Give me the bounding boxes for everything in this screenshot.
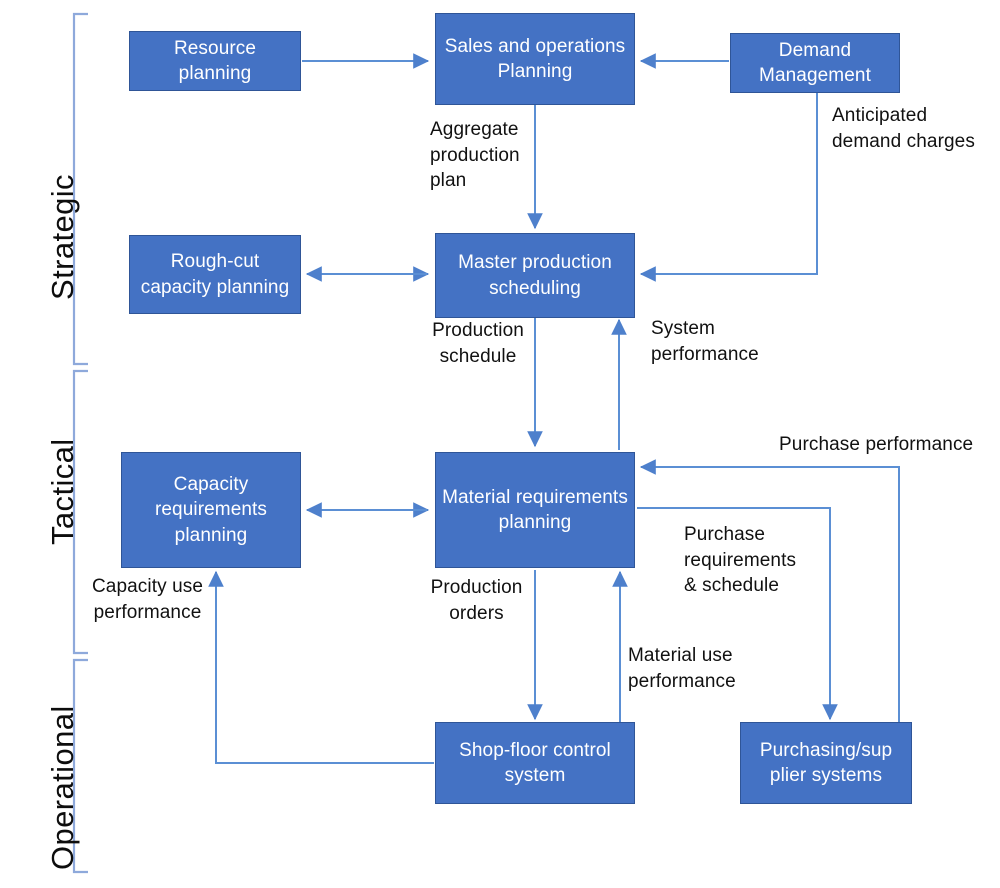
tier-bracket-operational — [72, 658, 88, 874]
node-demand-management[interactable]: Demand Management — [730, 33, 900, 93]
node-resource-planning[interactable]: Resource planning — [129, 31, 301, 91]
caption-production-orders: Production orders — [430, 577, 523, 624]
edge-demand-to-mps — [639, 93, 818, 282]
edge-mrp-to-purchasing — [637, 507, 838, 721]
caption-capacity-use-performance: Capacity use performance — [91, 576, 204, 623]
node-demand-management-label: Demand Management — [759, 39, 871, 86]
node-sales-operations-planning-label: Sales and operations Planning — [444, 35, 626, 82]
caption-system-performance: System performance — [651, 318, 759, 365]
node-purchasing-supplier-systems[interactable]: Purchasing/sup plier systems — [740, 722, 912, 804]
node-rough-cut-capacity-planning-label: Rough-cut capacity planning — [140, 251, 290, 298]
node-master-production-scheduling-label: Master production scheduling — [458, 252, 612, 299]
edge-shopfloor-to-crp — [208, 570, 434, 764]
node-shop-floor-control-system-label: Shop-floor control system — [459, 739, 611, 786]
node-master-production-scheduling[interactable]: Master production scheduling — [435, 233, 635, 318]
edge-purchasing-to-mrp — [639, 459, 900, 723]
tier-label-tactical: Tactical — [45, 438, 80, 545]
node-capacity-requirements-planning[interactable]: Capacity requirements planning — [121, 452, 301, 568]
node-capacity-requirements-planning-label: Capacity requirements planning — [154, 474, 268, 546]
caption-purchase-requirements-schedule: Purchase requirements & schedule — [684, 524, 797, 597]
caption-purchase-performance: Purchase performance — [779, 434, 974, 455]
tier-label-strategic: Strategic — [45, 174, 80, 300]
caption-aggregate-production-plan: Aggregate production plan — [430, 119, 520, 192]
node-material-requirements-planning[interactable]: Material requirements planning — [435, 452, 635, 568]
caption-production-schedule: Production schedule — [432, 320, 524, 367]
node-purchasing-supplier-systems-label: Purchasing/sup plier systems — [759, 739, 893, 786]
node-material-requirements-planning-label: Material requirements planning — [442, 486, 628, 533]
tier-bracket-strategic — [72, 12, 88, 366]
node-resource-planning-label: Resource planning — [173, 37, 257, 84]
tier-label-operational: Operational — [45, 705, 80, 870]
node-shop-floor-control-system[interactable]: Shop-floor control system — [435, 722, 635, 804]
caption-material-use-performance: Material use performance — [628, 645, 736, 692]
caption-anticipated-demand-charges: Anticipated demand charges — [832, 105, 975, 152]
tier-bracket-tactical — [72, 369, 88, 655]
node-rough-cut-capacity-planning[interactable]: Rough-cut capacity planning — [129, 235, 301, 314]
node-sales-operations-planning[interactable]: Sales and operations Planning — [435, 13, 635, 105]
